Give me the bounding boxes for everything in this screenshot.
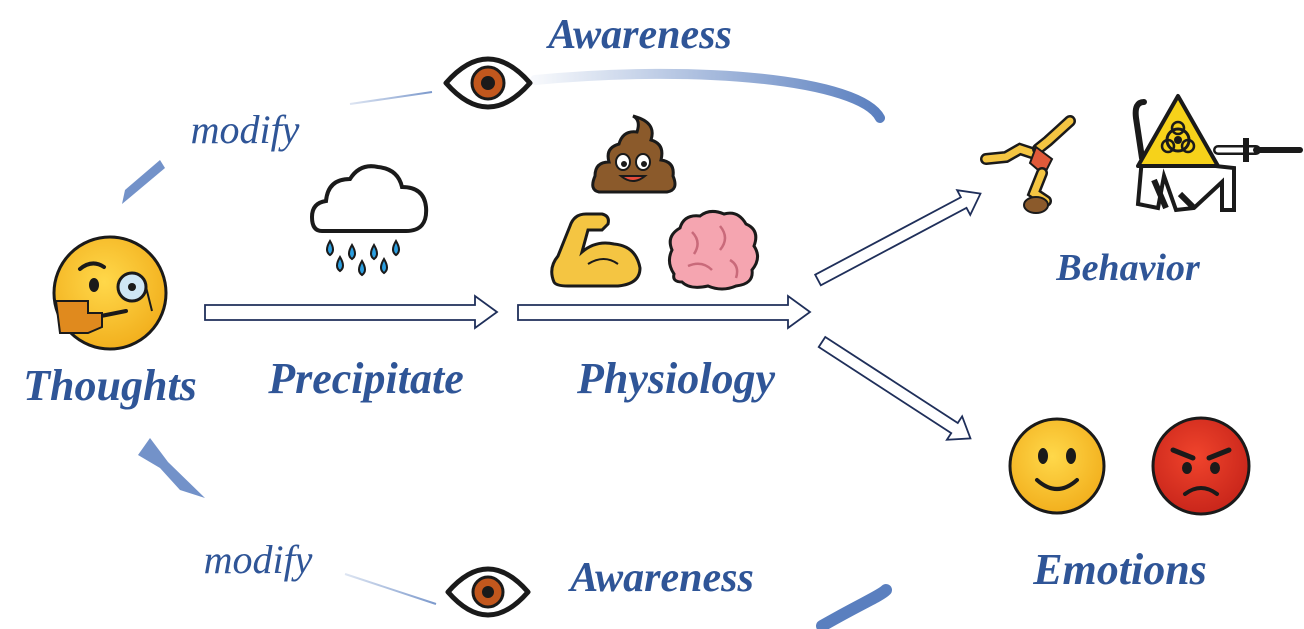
bottom-modify-label: modify (204, 537, 313, 582)
person-cartwheeling-icon (980, 115, 1076, 214)
brain-icon (667, 209, 759, 291)
precipitate-label: Precipitate (267, 354, 464, 403)
flexed-biceps-icon (550, 212, 642, 288)
rain-cloud-icon (309, 164, 429, 277)
top-awareness-curve (530, 68, 885, 123)
physiology-to-behavior-arrow (813, 189, 982, 287)
bottom-modify-arrowhead (138, 438, 205, 498)
bottom-awareness-label: Awareness (567, 555, 754, 601)
bottom-awareness-connector (344, 573, 437, 605)
top-modify-label: modify (191, 107, 300, 152)
thoughts-label: Thoughts (23, 361, 197, 410)
poop-icon (591, 114, 677, 194)
physiology-to-emotions-arrow (817, 335, 972, 441)
physiology-label: Physiology (576, 354, 775, 403)
precipitate-to-physiology-arrow (517, 294, 812, 330)
thinking-face-with-monocle-icon (52, 235, 168, 351)
bottom-awareness-curve (816, 584, 892, 629)
thoughts-to-precipitate-arrow (204, 294, 499, 330)
top-awareness-label: Awareness (545, 12, 732, 58)
bottom-eye-icon (445, 566, 531, 618)
biohazard-sign-icon (1132, 94, 1303, 213)
top-awareness-connector (349, 91, 433, 105)
top-awareness-loop (122, 68, 885, 204)
smiling-face-icon (1008, 417, 1106, 515)
top-eye-icon (443, 56, 533, 110)
behavior-label: Behavior (1055, 247, 1201, 289)
angry-face-icon (1151, 416, 1251, 516)
bottom-awareness-loop (138, 438, 892, 629)
top-modify-arrowhead (122, 160, 165, 204)
emotions-label: Emotions (1032, 545, 1207, 594)
